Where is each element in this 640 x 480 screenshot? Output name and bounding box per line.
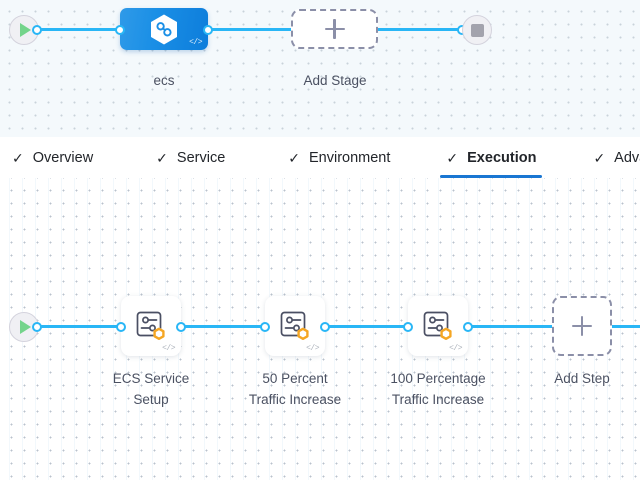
- step-card[interactable]: </>: [265, 296, 325, 356]
- stage-tabbar: ✓ Overview ✓ Service ✓ Environment ✓ Exe…: [0, 137, 640, 179]
- stage-ecs-in-port[interactable]: [115, 24, 125, 35]
- step2-out-port[interactable]: [320, 321, 330, 332]
- check-icon: ✓: [593, 149, 606, 166]
- step-config-icon: [423, 311, 452, 341]
- stage-node-ecs[interactable]: </>: [120, 8, 208, 50]
- harness-hexagon-icon: [151, 14, 177, 44]
- wire-exec-start-to-step1: [36, 325, 182, 328]
- play-icon: [20, 23, 31, 37]
- step-label-line1: ECS Service: [112, 371, 190, 386]
- tab-advanced[interactable]: ✓ Advanced: [593, 137, 640, 178]
- wire-step3-to-add-step: [463, 325, 553, 328]
- add-stage-box[interactable]: [291, 9, 378, 49]
- stage-start-port[interactable]: [32, 24, 42, 35]
- step-node-ecs-service-setup[interactable]: </>: [121, 296, 181, 356]
- aws-hexagon-icon: [153, 327, 165, 341]
- step-label-line1: 100 Percentage: [390, 371, 486, 386]
- step3-in-port[interactable]: [403, 321, 413, 332]
- tab-service-label: Service: [176, 149, 226, 166]
- wire-add-stage-to-end: [377, 28, 461, 31]
- tab-overview[interactable]: ✓ Overview: [12, 137, 93, 178]
- add-stage-node[interactable]: [291, 9, 378, 49]
- step-label-line2: Traffic Increase: [391, 392, 485, 407]
- check-icon: ✓: [446, 149, 459, 166]
- step-label-100-percentage-traffic-increase: 100 Percentage Traffic Increase: [378, 368, 498, 410]
- step-config-icon: [136, 311, 165, 341]
- tab-service[interactable]: ✓ Service: [156, 137, 225, 178]
- plus-icon: [324, 19, 345, 39]
- check-icon: ✓: [12, 149, 24, 166]
- code-badge-icon: </>: [162, 344, 175, 353]
- step-label-ecs-service-setup: ECS Service Setup: [91, 368, 211, 410]
- step-card[interactable]: </>: [408, 296, 468, 356]
- aws-hexagon-icon: [440, 327, 452, 341]
- tab-list: ✓ Overview ✓ Service ✓ Environment ✓ Exe…: [0, 137, 640, 178]
- start-circle: [9, 312, 39, 342]
- wire-start-to-ecs: [36, 28, 124, 31]
- step1-out-port[interactable]: [176, 321, 186, 332]
- execution-start-port[interactable]: [32, 321, 42, 332]
- step3-out-port[interactable]: [463, 321, 473, 332]
- wire-ecs-to-add-stage: [211, 28, 292, 31]
- stage-label-ecs: ecs: [153, 73, 175, 88]
- play-icon: [20, 320, 31, 334]
- end-circle: [462, 15, 492, 45]
- step-label-50-percent-traffic-increase: 50 Percent Traffic Increase: [235, 368, 355, 410]
- tab-execution-label: Execution: [467, 149, 537, 166]
- step-label-line2: Setup: [133, 392, 169, 407]
- step2-in-port[interactable]: [260, 321, 270, 332]
- add-stage-label: Add Stage: [303, 73, 367, 88]
- code-badge-icon: </>: [189, 38, 202, 47]
- wire-step2-to-step3: [320, 325, 463, 328]
- plus-icon: [572, 316, 592, 336]
- step1-in-port[interactable]: [116, 321, 126, 332]
- tab-environment[interactable]: ✓ Environment: [288, 137, 390, 178]
- step-label-line2: Traffic Increase: [248, 392, 342, 407]
- add-step-node[interactable]: [552, 296, 612, 356]
- add-step-box[interactable]: [552, 296, 612, 356]
- step-label-line1: 50 Percent: [262, 371, 328, 386]
- execution-start-node[interactable]: [9, 312, 39, 342]
- check-icon: ✓: [156, 149, 168, 166]
- step-node-100-percentage-traffic-increase[interactable]: </>: [408, 296, 468, 356]
- stage-card[interactable]: </>: [120, 8, 208, 50]
- code-badge-icon: </>: [306, 344, 319, 353]
- add-step-label: Add Step: [554, 371, 610, 386]
- execution-canvas[interactable]: </> ECS Service Setup: [0, 178, 640, 480]
- check-icon: ✓: [288, 149, 300, 166]
- tab-environment-label: Environment: [309, 149, 391, 166]
- code-badge-icon: </>: [449, 344, 462, 353]
- stop-icon: [470, 23, 484, 37]
- wire-step1-to-step2: [177, 325, 316, 328]
- step-config-icon: [280, 311, 309, 341]
- stage-ecs-out-port[interactable]: [203, 24, 213, 35]
- tab-execution[interactable]: ✓ Execution: [440, 137, 543, 178]
- stage-canvas[interactable]: </> ecs Add Stage: [0, 0, 640, 137]
- step-card[interactable]: </>: [121, 296, 181, 356]
- tab-advanced-label: Advanced: [614, 149, 640, 166]
- stage-end-node[interactable]: [462, 15, 492, 45]
- aws-hexagon-icon: [297, 327, 309, 341]
- tab-overview-label: Overview: [32, 149, 94, 166]
- wire-add-step-trailing: [610, 325, 640, 328]
- step-node-50-percent-traffic-increase[interactable]: </>: [265, 296, 325, 356]
